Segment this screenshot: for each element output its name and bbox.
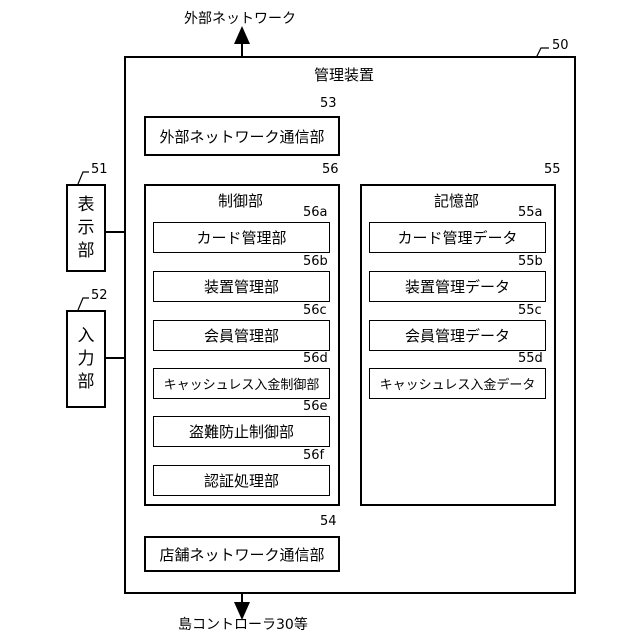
island-controller-label: 島コントローラ30等 — [178, 614, 308, 634]
authentication-box: 認証処理部 — [153, 465, 330, 496]
card-management-ref: 56a — [303, 205, 328, 220]
input-unit-label: 入 力 部 — [68, 312, 104, 406]
member-management-label: 会員管理部 — [204, 325, 279, 346]
device-management-ref: 56b — [303, 254, 328, 269]
member-management-data-box: 会員管理データ — [369, 320, 546, 351]
management-device-ref: 50 — [552, 38, 569, 53]
input-unit-box: 入 力 部 — [66, 310, 106, 408]
theft-prevention-ref: 56e — [303, 399, 328, 414]
card-management-label: カード管理部 — [196, 227, 286, 248]
member-management-data-ref: 55c — [518, 303, 542, 318]
device-management-label: 装置管理部 — [204, 276, 279, 297]
storage-unit-title: 記憶部 — [434, 190, 479, 211]
cashless-deposit-data-box: キャッシュレス入金データ — [369, 368, 546, 399]
display-unit-label: 表 示 部 — [68, 186, 104, 270]
device-management-box: 装置管理部 — [153, 271, 330, 302]
external-network-label: 外部ネットワーク — [184, 8, 296, 28]
member-management-ref: 56c — [303, 303, 327, 318]
device-management-data-label: 装置管理データ — [405, 276, 510, 297]
ref-leader-52 — [78, 298, 89, 310]
ref-leader-51 — [78, 172, 89, 184]
store-network-comm-label: 店舗ネットワーク通信部 — [159, 544, 324, 565]
card-management-data-label: カード管理データ — [397, 227, 517, 248]
card-management-data-ref: 55a — [518, 205, 543, 220]
store-network-comm-ref: 54 — [320, 514, 337, 529]
card-management-box: カード管理部 — [153, 222, 330, 253]
member-management-data-label: 会員管理データ — [405, 325, 510, 346]
store-network-comm-box: 店舗ネットワーク通信部 — [144, 536, 340, 572]
input-unit-ref: 52 — [91, 288, 108, 303]
card-management-data-box: カード管理データ — [369, 222, 546, 253]
device-management-data-box: 装置管理データ — [369, 271, 546, 302]
cashless-deposit-data-label: キャッシュレス入金データ — [380, 374, 536, 393]
theft-prevention-label: 盗難防止制御部 — [189, 421, 294, 442]
cashless-deposit-control-label: キャッシュレス入金制御部 — [164, 374, 320, 393]
management-device-title: 管理装置 — [314, 64, 374, 85]
member-management-box: 会員管理部 — [153, 320, 330, 351]
control-unit-title: 制御部 — [218, 190, 263, 211]
display-unit-ref: 51 — [91, 162, 108, 177]
theft-prevention-box: 盗難防止制御部 — [153, 416, 330, 447]
cashless-deposit-control-box: キャッシュレス入金制御部 — [153, 368, 330, 399]
device-management-data-ref: 55b — [518, 254, 543, 269]
authentication-label: 認証処理部 — [204, 470, 279, 491]
external-network-comm-label: 外部ネットワーク通信部 — [159, 126, 324, 147]
cashless-deposit-control-ref: 56d — [303, 351, 328, 366]
storage-unit-ref: 55 — [544, 162, 561, 177]
authentication-ref: 56f — [303, 448, 324, 463]
external-network-comm-box: 外部ネットワーク通信部 — [144, 116, 340, 156]
cashless-deposit-data-ref: 55d — [518, 351, 543, 366]
external-network-comm-ref: 53 — [320, 96, 337, 111]
control-unit-ref: 56 — [322, 162, 339, 177]
display-unit-box: 表 示 部 — [66, 184, 106, 272]
